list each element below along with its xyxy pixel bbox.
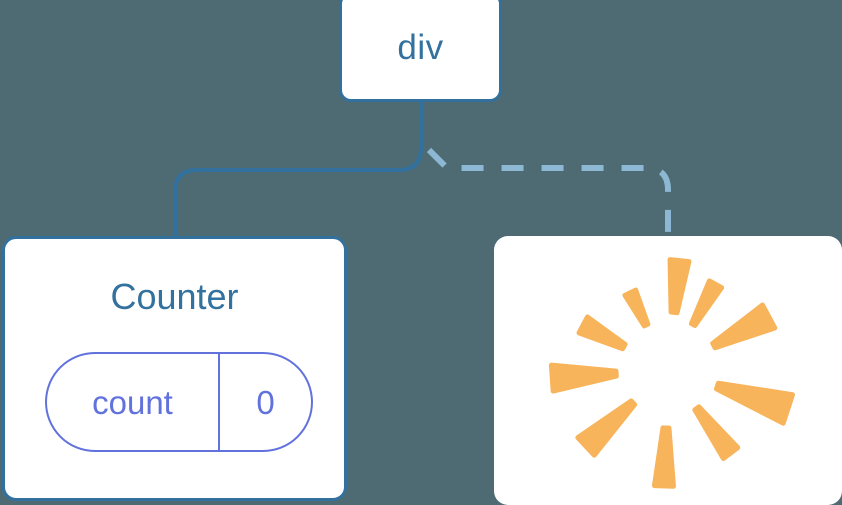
ray-sw: [575, 398, 638, 458]
ray-sse: [692, 404, 741, 461]
state-pill-key-label: count: [92, 383, 173, 421]
sparkle-burst-icon: [548, 257, 795, 489]
node-counter-body: Counter count 0: [5, 239, 344, 498]
ray-ne: [710, 302, 778, 351]
node-counter[interactable]: Counter count 0: [2, 236, 347, 501]
node-div-label: div: [397, 27, 444, 67]
state-pill-value-label: 0: [256, 383, 275, 421]
ray-w: [548, 362, 619, 394]
state-pill-key: count: [47, 354, 220, 450]
node-counter-label: Counter: [110, 276, 239, 317]
node-div[interactable]: div: [339, 0, 502, 102]
edge-div-to-sparkle: [426, 147, 671, 238]
edge-div-to-counter: [173, 100, 423, 240]
state-pill-value: 0: [220, 354, 311, 450]
ray-nnw: [622, 287, 651, 329]
ray-n: [667, 257, 692, 316]
node-sparkle-burst[interactable]: [494, 236, 842, 505]
ray-e: [714, 380, 795, 426]
ray-s: [651, 425, 676, 489]
state-pill-count[interactable]: count 0: [45, 352, 313, 452]
ray-nne: [688, 278, 725, 328]
ray-nw: [576, 314, 628, 352]
